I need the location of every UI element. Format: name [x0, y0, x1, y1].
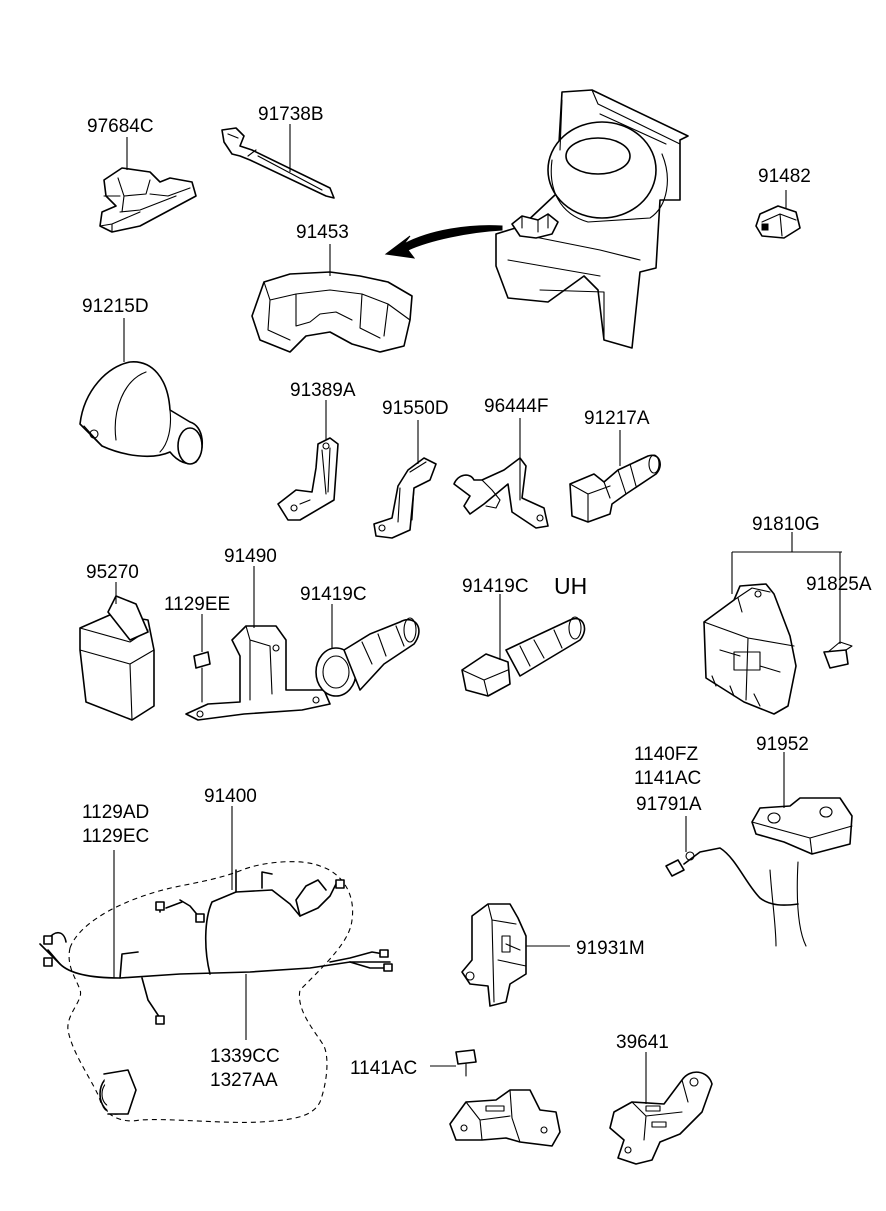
label-91825A: 91825A: [806, 574, 872, 595]
engine-housing-view: [495, 89, 689, 349]
label-1141AC-bottom: 1141AC: [350, 1058, 417, 1079]
part-91453-cover: [251, 244, 413, 353]
pointer-arrow: [384, 225, 503, 259]
label-1129AD: 1129AD: [82, 802, 149, 823]
label-91550D: 91550D: [382, 398, 449, 419]
part-1129EE-bolt: [193, 614, 211, 703]
part-96444F-bracket: [453, 418, 549, 529]
label-96444F: 96444F: [484, 396, 548, 417]
part-91952-plate: [751, 752, 853, 855]
part-1141AC-bolt: [430, 1049, 477, 1077]
label-91389A: 91389A: [290, 380, 356, 401]
part-91419C-connector-left: [315, 604, 420, 697]
label-1339CC: 1339CC: [210, 1046, 280, 1067]
part-91215D-grommet: [79, 318, 203, 465]
part-91419C-UH-connector: [461, 594, 586, 697]
label-1129EC: 1129EC: [82, 826, 149, 847]
part-97684C-clip: [99, 137, 197, 233]
part-91550D-bracket: [373, 420, 437, 539]
label-95270: 95270: [86, 562, 139, 583]
part-91825A-fuse: [823, 552, 853, 669]
label-91419C-left: 91419C: [300, 584, 367, 605]
label-91453: 91453: [296, 222, 349, 243]
part-91389A-bracket: [277, 400, 339, 521]
part-91217A-grommet: [569, 430, 661, 523]
label-91215D: 91215D: [82, 296, 149, 317]
label-91952: 91952: [756, 734, 809, 755]
part-95270-module: [79, 582, 155, 721]
label-91810G: 91810G: [752, 514, 820, 535]
label-91931M: 91931M: [576, 938, 645, 959]
label-1140FZ: 1140FZ: [634, 744, 698, 765]
lead-91810G: [731, 532, 842, 594]
label-91217A: 91217A: [584, 408, 650, 429]
body-panel-edge: [769, 861, 807, 947]
label-1129EE: 1129EE: [164, 594, 230, 615]
part-91400-harness-engine: [39, 806, 393, 1123]
part-bracket-bottom: [449, 1089, 561, 1147]
label-91400: 91400: [204, 786, 257, 807]
label-91490: 91490: [224, 546, 277, 567]
part-ground-wire: [665, 816, 799, 906]
label-1141AC-top: 1141AC: [634, 768, 701, 789]
label-91791A: 91791A: [636, 794, 702, 815]
part-91810G-relay-box: [703, 583, 797, 715]
part-91490-bracket: [185, 566, 331, 721]
label-1327AA: 1327AA: [210, 1070, 278, 1091]
part-91482-connector: [755, 190, 801, 239]
label-39641: 39641: [616, 1032, 669, 1053]
label-UH: UH: [554, 573, 587, 599]
part-91738B-cable-tie: [221, 124, 335, 199]
part-39641-bracket: [609, 1052, 713, 1165]
part-91931M-bracket: [461, 903, 570, 1007]
label-91738B: 91738B: [258, 104, 324, 125]
label-91482: 91482: [758, 166, 811, 187]
label-97684C: 97684C: [87, 116, 154, 137]
label-91419C-UH: 91419C: [462, 576, 529, 597]
